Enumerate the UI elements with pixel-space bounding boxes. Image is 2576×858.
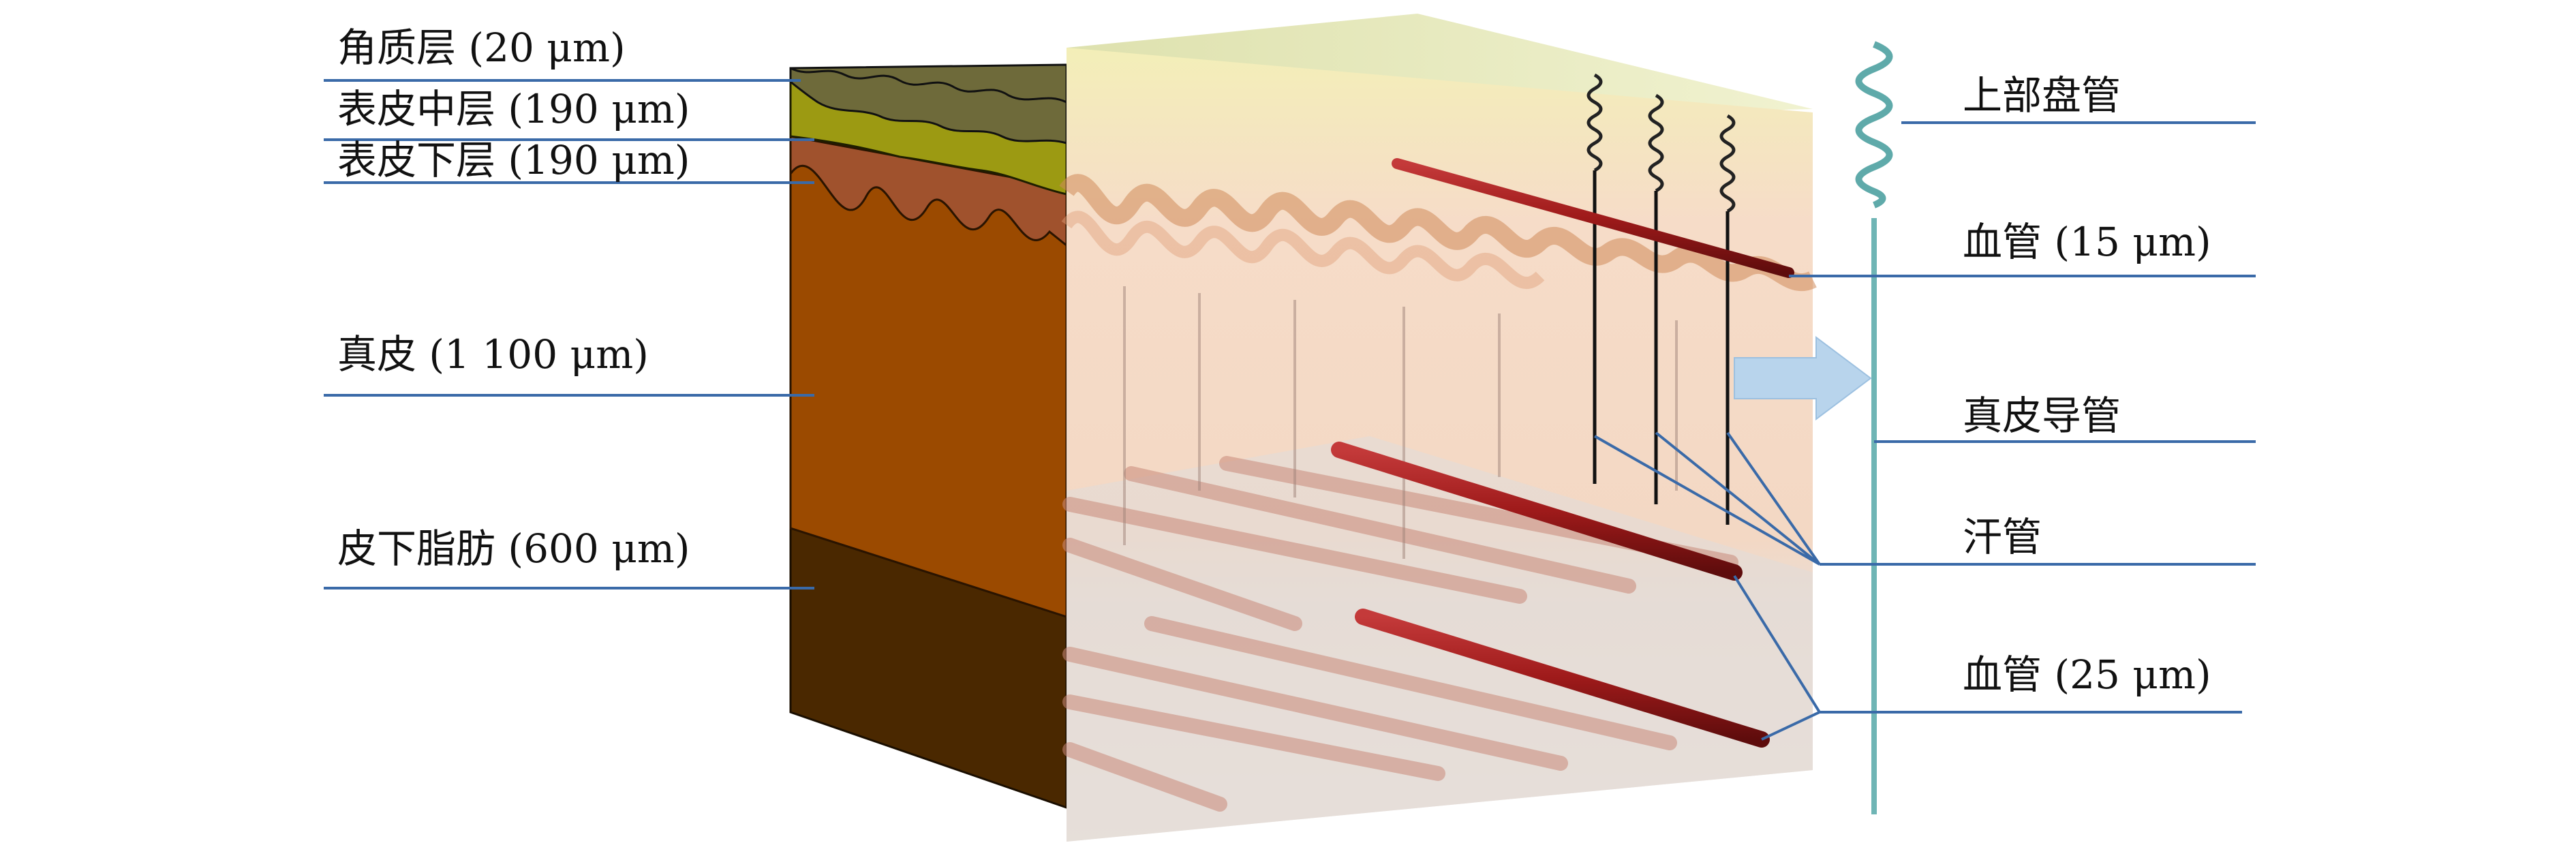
label-stratum-corneum: 角质层 (20 μm) — [337, 25, 626, 71]
bg-vessel — [1062, 647, 1568, 771]
dermal-duct-detail — [1734, 41, 1893, 814]
leader-sweat-duct-branch — [1594, 435, 1820, 566]
label-vessel-large: 血管 (25 μm) — [1963, 652, 2211, 698]
label-lower-epidermis: 表皮下层 (190 μm) — [337, 137, 690, 183]
arrow-right-icon — [1734, 336, 1872, 420]
blood-vessel-25um-upper — [1331, 442, 1743, 581]
bg-vessel — [1144, 616, 1677, 750]
leader-sweat-duct-branch — [1726, 431, 1821, 566]
vertical-fibers — [1123, 286, 1678, 559]
leader-vessel-large-branch — [1761, 711, 1820, 741]
label-upper-coil: 上部盘管 — [1963, 72, 2121, 119]
skin-block-side — [789, 63, 1068, 810]
skin-block-cutaway — [1059, 14, 1817, 842]
leader-vessel-large-branch — [1733, 574, 1821, 714]
label-dermal-duct: 真皮导管 — [1963, 393, 2121, 439]
right-labels: 上部盘管 血管 (15 μm) 真皮导管 汗管 血管 (25 μm) — [1963, 72, 2211, 698]
label-sweat-duct: 汗管 — [1963, 514, 2042, 560]
coil-icon — [1648, 93, 1664, 193]
background-vessels — [1062, 456, 1738, 812]
blood-vessels — [1331, 158, 1794, 748]
cutaway-wavy-epidermis-2 — [1061, 211, 1545, 289]
coil-icon — [1586, 73, 1603, 172]
label-dermis: 真皮 (1 100 μm) — [337, 331, 649, 378]
bg-vessel — [1062, 538, 1302, 631]
bg-vessel — [1062, 497, 1527, 604]
left-labels: 角质层 (20 μm) 表皮中层 (190 μm) 表皮下层 (190 μm) … — [337, 25, 690, 572]
leader-sweat-duct-branch — [1655, 431, 1821, 566]
skin-surface-wave — [790, 67, 1067, 104]
bg-vessel — [1062, 694, 1445, 781]
bg-vessel — [1062, 742, 1227, 812]
label-vessel-small: 血管 (15 μm) — [1963, 219, 2211, 265]
stratum-corneum-layer — [789, 63, 1068, 144]
cutaway-wavy-epidermis — [1059, 174, 1817, 292]
coil-icon — [1719, 114, 1736, 213]
lower-epidermis-layer — [789, 135, 1068, 248]
label-mid-epidermis: 表皮中层 (190 μm) — [337, 86, 690, 132]
bg-vessel — [1124, 466, 1636, 594]
leader-lines — [324, 79, 2256, 741]
upper-coil-icon — [1855, 41, 1893, 209]
label-hypodermis: 皮下脂肪 (600 μm) — [337, 525, 690, 572]
blood-vessel-15um — [1392, 158, 1794, 278]
blood-vessel-25um-lower — [1355, 609, 1770, 748]
